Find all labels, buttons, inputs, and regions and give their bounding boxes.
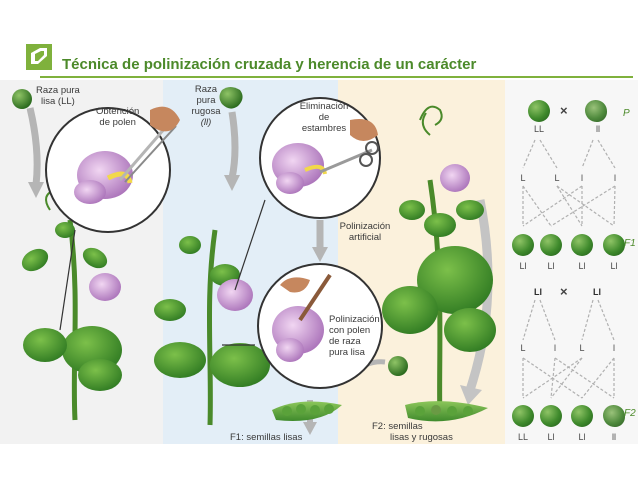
f1-pea-1 (512, 234, 534, 256)
circle-stamen-removal (234, 97, 381, 291)
arrow-left-down (26, 107, 41, 186)
f1-genotype-4: Ll (610, 261, 618, 271)
plant-middle (154, 229, 270, 426)
pod-f1 (272, 401, 342, 421)
label-eliminacion-line3: estambres (301, 123, 347, 134)
f1-pea-2 (540, 234, 562, 256)
label-raza-lisa: Raza pura lisa (LL) (36, 85, 80, 107)
f2-pea-2 (540, 405, 562, 427)
label-obtencion-line2: de polen (99, 117, 136, 128)
parent-pea-wrinkled (585, 100, 607, 122)
gamete-f1-2: l (554, 343, 556, 353)
pod-f2 (405, 401, 488, 422)
cross-symbol-f1: × (560, 284, 568, 299)
header-logo-icon (26, 44, 52, 70)
label-raza-rugosa-line1: Raza (194, 84, 218, 95)
generation-label-p: P (623, 108, 630, 119)
f2-pea-3 (571, 405, 593, 427)
label-raza-rugosa-line4: (ll) (200, 117, 212, 128)
label-polen-lisa-line2: con polen (329, 325, 371, 336)
label-eliminacion: Eliminación de estambres (292, 101, 356, 134)
label-raza-rugosa-line2: pura (196, 95, 216, 106)
label-polen-lisa-line3: de raza (329, 336, 361, 347)
gamete-p-3: l (581, 173, 583, 183)
gamete-f1-3: L (579, 343, 585, 353)
label-polen-lisa-line1: Polinización (329, 314, 380, 325)
gamete-p-4: l (614, 173, 616, 183)
illustration (12, 87, 496, 435)
f1-genotype-2: Ll (547, 261, 555, 271)
generation-label-f1: F1 (624, 238, 636, 249)
cross-symbol-p: × (560, 103, 568, 118)
label-polen-lisa-line4: pura lisa (329, 347, 365, 358)
label-polen-lisa: Polinización con polen de raza pura lisa (329, 314, 380, 358)
gamete-p-2: L (554, 173, 560, 183)
f1-cross-genotype-2: Ll (593, 287, 601, 297)
title-rule (40, 76, 633, 78)
label-polinizacion: Polinización artificial (334, 221, 396, 243)
gamete-f1-1: L (520, 343, 526, 353)
f1-pea-3 (571, 234, 593, 256)
generation-label-f2: F2 (624, 408, 636, 419)
caption-f2: F2: semillas lisas y rugosas (372, 421, 453, 443)
label-raza-rugosa-line3: rugosa (191, 106, 221, 117)
plant-right (382, 105, 496, 421)
arrow-mid-down (228, 111, 239, 179)
label-raza-lisa-line2: lisa (LL) (41, 96, 75, 107)
f1-genotype-1: Ll (519, 261, 527, 271)
circle-pollination (222, 263, 383, 389)
parent-pea-smooth (528, 100, 550, 122)
f1-genotype-3: Ll (578, 261, 586, 271)
panel-genetics (505, 80, 638, 444)
f2-genotype-3: Ll (578, 432, 586, 442)
label-polinizacion-line2: artificial (348, 232, 382, 243)
f2-genotype-4: ll (612, 432, 616, 442)
f1-cross-genotype-1: Ll (534, 287, 542, 297)
gamete-p-1: L (520, 173, 526, 183)
label-obtencion-line1: Obtención (96, 106, 140, 117)
caption-f2-line1: F2: semillas (372, 421, 423, 432)
f2-genotype-1: LL (517, 432, 528, 442)
circle-pollen (45, 106, 180, 331)
f2-pea-4-wrinkled (603, 405, 625, 427)
label-raza-lisa-line1: Raza pura (36, 85, 80, 96)
caption-f1: F1: semillas lisas (230, 432, 303, 443)
label-eliminacion-line2: de (318, 112, 330, 123)
label-raza-rugosa: Raza pura rugosa (ll) (188, 84, 224, 128)
label-eliminacion-line1: Eliminación (299, 101, 349, 112)
f2-pea-1 (512, 405, 534, 427)
parent-genotype-1: LL (533, 124, 544, 134)
label-polinizacion-line1: Polinización (339, 221, 391, 232)
genetics-lines (522, 139, 616, 399)
page-title: Técnica de polinización cruzada y herenc… (62, 56, 477, 73)
f1-pea-4 (603, 234, 625, 256)
parent-genotype-2: ll (596, 124, 600, 134)
gamete-f1-4: l (613, 343, 615, 353)
plant-left (21, 189, 122, 421)
label-obtencion: Obtención de polen (96, 106, 139, 128)
caption-f2-line2: lisas y rugosas (390, 432, 453, 443)
f2-genotype-2: Ll (547, 432, 555, 442)
